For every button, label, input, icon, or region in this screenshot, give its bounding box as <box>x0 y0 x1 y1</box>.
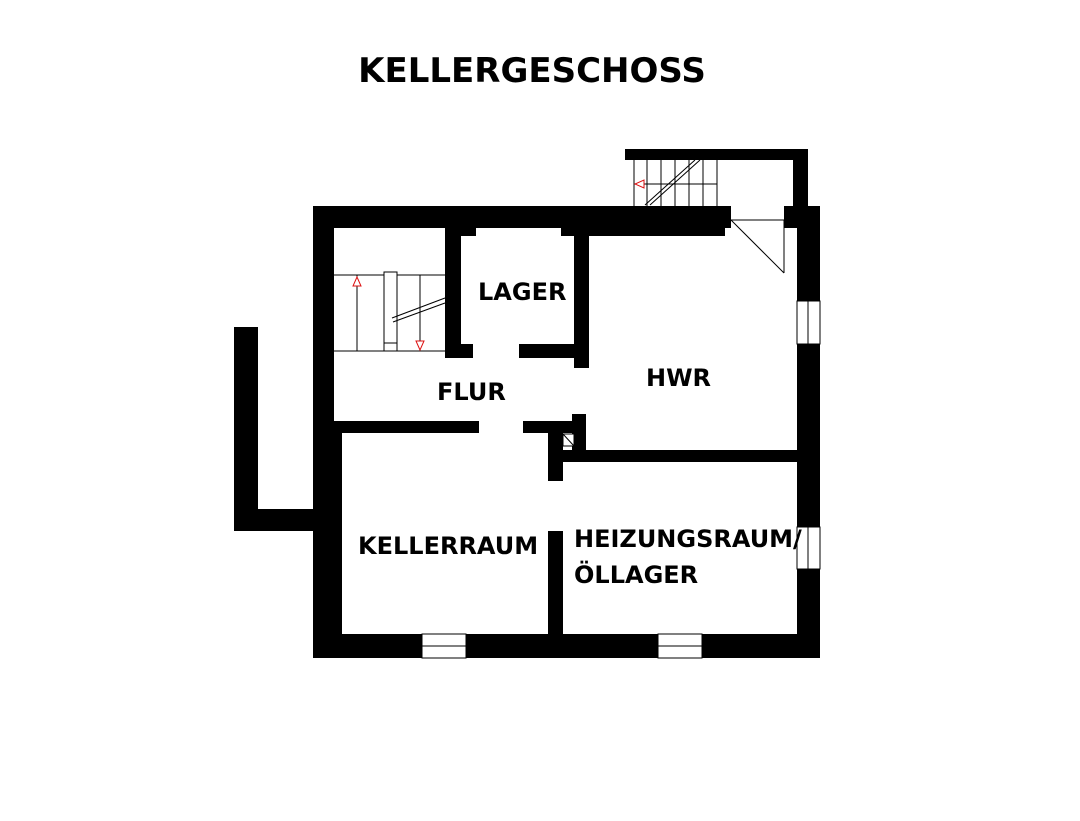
wall-outside-stair-top <box>625 149 808 160</box>
room-label-lager: LAGER <box>478 278 566 306</box>
wall-top-hwr-lintel <box>561 220 725 236</box>
wall-chimney-left <box>548 421 563 481</box>
wall-hwr-bottom <box>562 450 802 462</box>
room-label-heizungsraum-line2: ÖLLAGER <box>574 559 698 589</box>
wall-lager-bottom-right <box>519 344 577 358</box>
wall-exterior-vertical <box>234 327 258 531</box>
room-label-hwr: HWR <box>646 364 711 392</box>
wall-outer-right <box>797 206 820 658</box>
wall-outer-bottom <box>313 634 820 658</box>
arrow-icon <box>352 275 362 287</box>
windows <box>421 300 821 659</box>
window-icon <box>657 633 703 659</box>
wall-lager-hwr <box>574 228 589 368</box>
door-swing-icon <box>730 219 785 274</box>
room-label-flur: FLUR <box>437 378 506 406</box>
window-icon <box>421 633 467 659</box>
wall-lager-left <box>445 226 461 358</box>
window-icon <box>796 300 821 345</box>
arrow-icon <box>633 179 645 189</box>
wall-exterior-horizontal <box>234 509 316 531</box>
wall-keller-heizung <box>548 531 563 634</box>
wall-top-lager-lintel <box>460 220 476 236</box>
wall-flur-bottom <box>334 421 479 433</box>
stair-icon <box>334 271 446 352</box>
wall-kellerraum-left <box>334 433 342 634</box>
chimney-diagonal <box>562 433 575 447</box>
room-label-heizungsraum-line1: HEIZUNGSRAUM/ <box>574 525 802 553</box>
stair-icon <box>633 159 718 206</box>
arrow-icon <box>415 340 425 352</box>
wall-chimney-right <box>572 414 586 454</box>
wall-outside-stair-right <box>793 149 808 208</box>
room-label-kellerraum: KELLERRAUM <box>358 532 538 560</box>
walls <box>234 149 820 658</box>
wall-lager-bottom-left <box>445 344 473 358</box>
wall-outer-left <box>313 206 334 658</box>
window-icon <box>796 526 821 570</box>
plan-title: KELLERGESCHOSS <box>358 51 706 91</box>
